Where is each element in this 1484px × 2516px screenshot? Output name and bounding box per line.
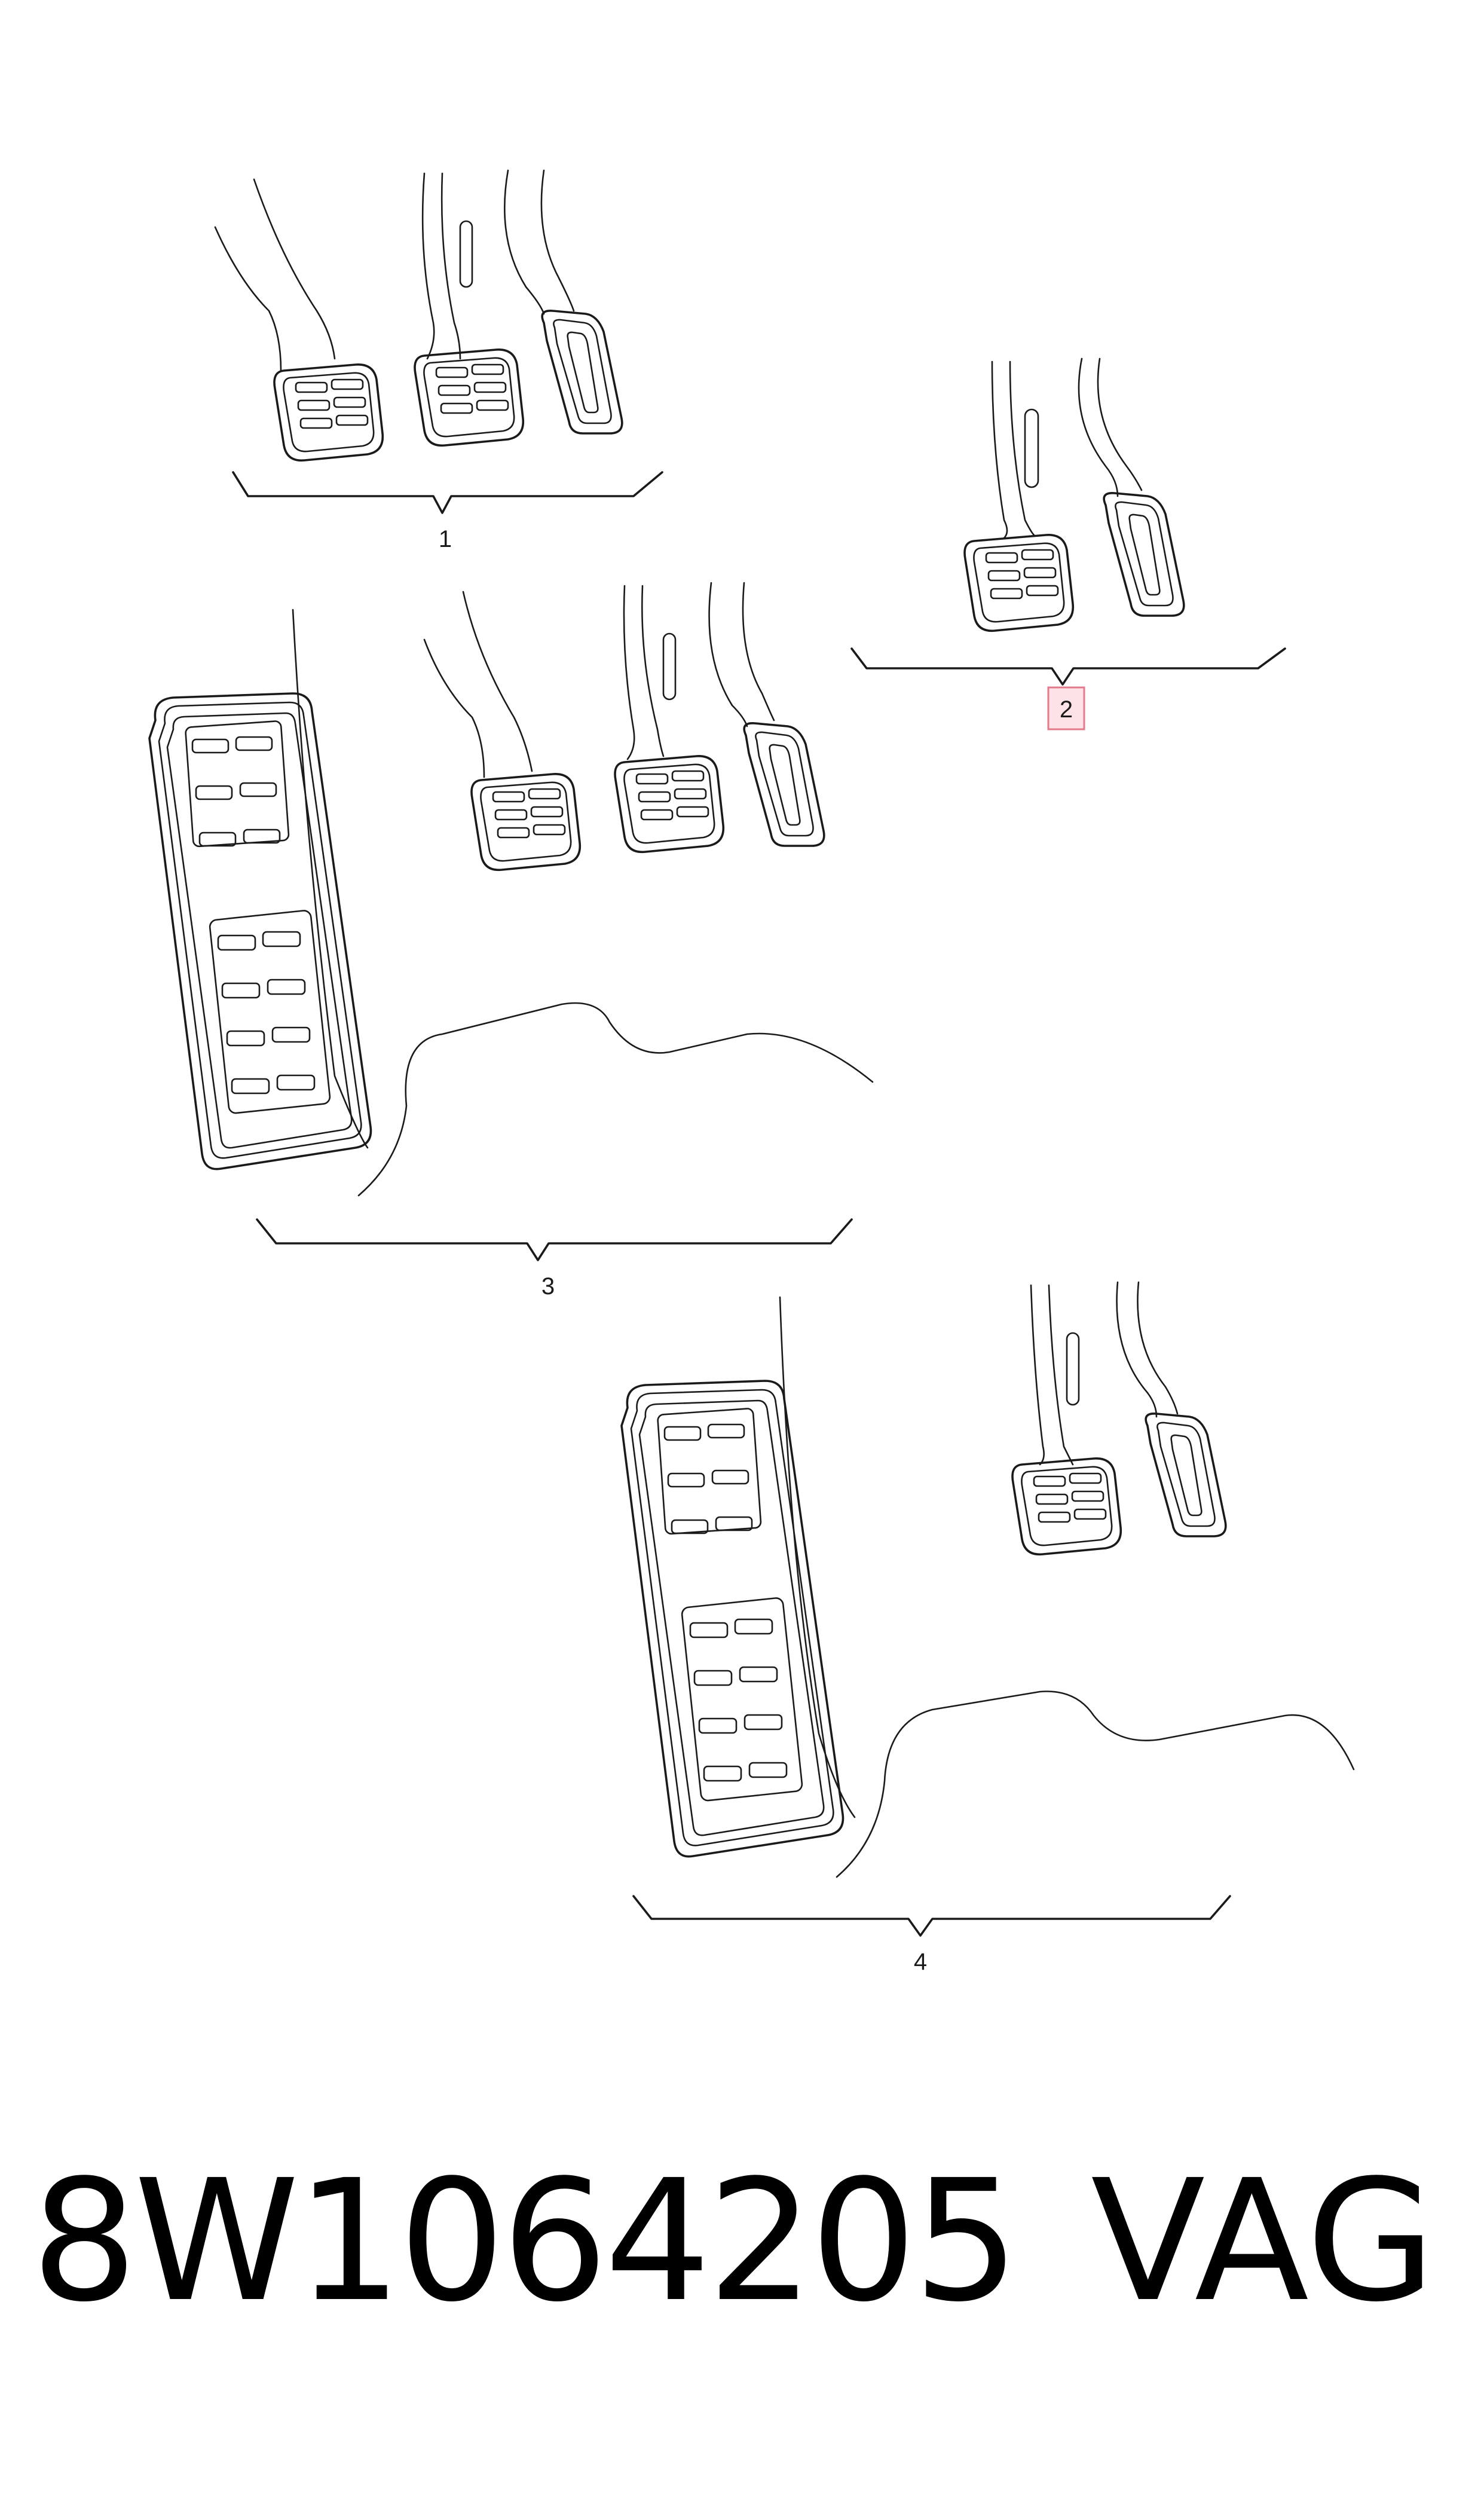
- bracket-1: [232, 471, 663, 514]
- pedal-set-diagram: 1 2 3 4: [148, 169, 1355, 1975]
- part-number: 8W1064205: [31, 2144, 1020, 2339]
- callout-label-3: 3: [541, 1273, 555, 1300]
- brand-name: VAG: [1091, 2144, 1436, 2339]
- callout-label-4: 4: [914, 1949, 927, 1975]
- bracket-4: [632, 1895, 1231, 1937]
- callout-label-1: 1: [439, 526, 452, 552]
- pedal-set-1: [214, 169, 663, 514]
- pedal-set-2: [850, 357, 1286, 686]
- bracket-2: [850, 647, 1286, 686]
- callout-label-2[interactable]: 2: [1060, 696, 1073, 723]
- bracket-3: [256, 1218, 853, 1261]
- pedal-set-4: [620, 1281, 1355, 1937]
- callout-highlight-2: [1047, 686, 1085, 730]
- pedal-set-3: [148, 582, 874, 1261]
